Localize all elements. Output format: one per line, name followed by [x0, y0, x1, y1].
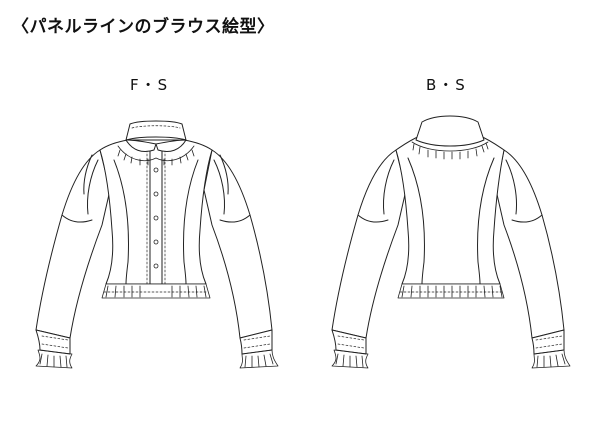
front-right-cuff-ruffle: [239, 349, 279, 369]
front-hem-ruffle: [101, 283, 211, 299]
front-right-sleeve: [203, 149, 273, 339]
back-bodice: [395, 135, 505, 285]
front-collar: [125, 139, 157, 153]
back-left-cuff-ruffle: [331, 349, 369, 369]
front-collar-ruffle: [117, 145, 195, 162]
front-button: [153, 167, 159, 173]
front-left-sleeve: [35, 149, 111, 339]
front-placket: [149, 147, 163, 293]
front-left-panel-line: [113, 159, 129, 285]
front-button: [153, 191, 159, 197]
blouse-back-icon: [331, 115, 571, 369]
blouse-front-icon: [35, 120, 279, 369]
front-bodice: [99, 139, 213, 285]
front-view-label: F・S: [130, 76, 170, 94]
back-left-panel-line: [407, 157, 425, 285]
front-right-panel-line: [183, 159, 199, 285]
back-right-cuff-ruffle: [531, 349, 571, 369]
front-button: [153, 263, 159, 269]
page-title: 〈パネルラインのブラウス絵型〉: [12, 17, 275, 37]
back-collar: [415, 115, 485, 147]
back-hem-ruffle: [397, 283, 505, 299]
front-button: [153, 239, 159, 245]
back-collar-ruffle: [411, 141, 489, 152]
back-right-panel-line: [477, 157, 495, 285]
back-left-sleeve: [331, 149, 407, 339]
front-collar-stand: [125, 120, 187, 141]
back-right-sleeve: [495, 149, 565, 339]
front-button: [153, 215, 159, 221]
front-left-cuff-ruffle: [35, 349, 73, 369]
back-view-label: B・S: [426, 76, 467, 94]
